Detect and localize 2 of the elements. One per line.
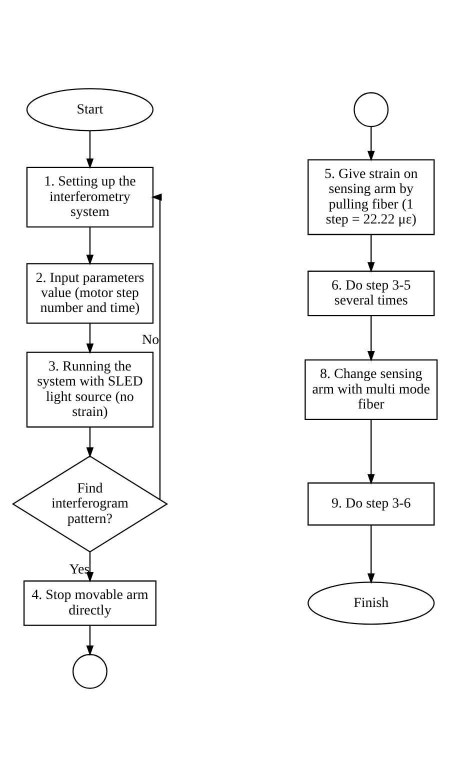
edge-label: No: [142, 332, 160, 348]
edge-label: Yes: [69, 562, 90, 577]
